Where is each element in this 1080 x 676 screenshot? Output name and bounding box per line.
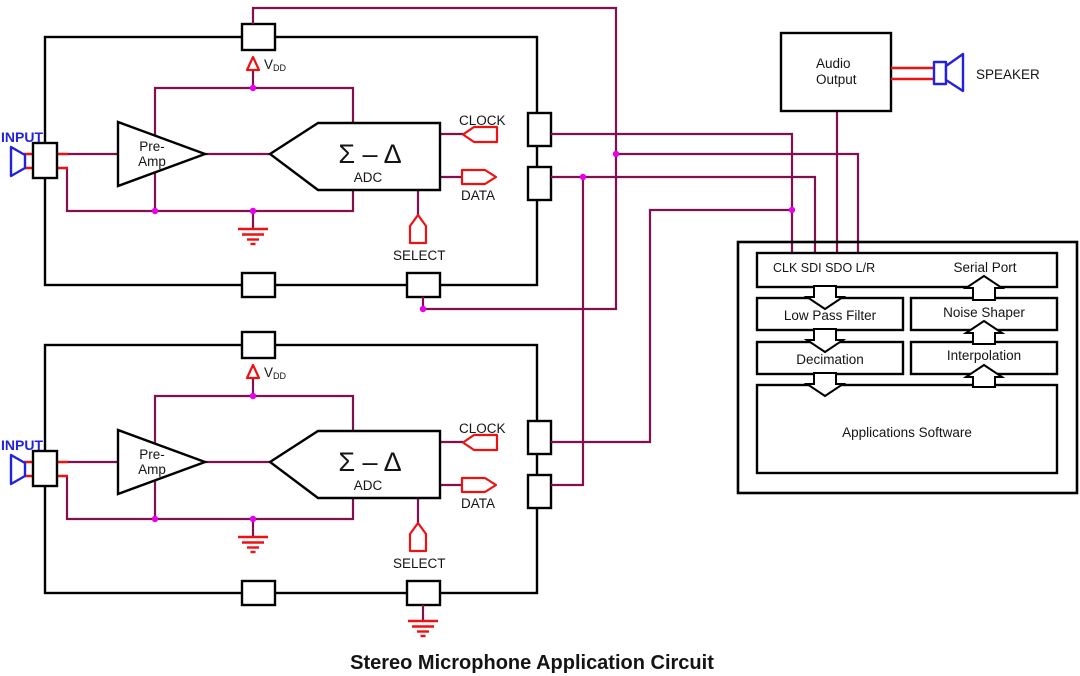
speaker-label: SPEAKER	[976, 67, 1040, 82]
input-label: INPUT	[1, 129, 43, 145]
bottom-edge-connector-2	[405, 271, 442, 299]
applications-software-box	[755, 383, 1059, 475]
down-arrow-lpf-to-decimation	[803, 328, 847, 354]
audio-output-label-line1: Audio	[816, 56, 851, 71]
mic-adc-block-2	[0, 330, 553, 607]
ground-symbol-icon	[408, 619, 438, 638]
junction-dot	[249, 84, 257, 92]
select-arrow-icon	[408, 213, 428, 245]
bottom-edge-connector-1	[240, 271, 277, 299]
input-edge-connector	[31, 141, 59, 180]
diagram-title: Stereo Microphone Application Circuit	[350, 652, 714, 674]
down-arrow-serial-to-lpf	[803, 285, 847, 311]
sdi-net-wire-top	[551, 175, 817, 255]
data-arrow-icon	[460, 168, 498, 186]
serial-port-label: Serial Port	[953, 260, 1016, 275]
clk-net-wire-top	[551, 132, 794, 255]
clock-label: CLOCK	[459, 113, 506, 128]
up-arrow-software-to-interpolation	[962, 363, 1006, 388]
vdd-arrow-icon	[245, 55, 261, 72]
ground-symbol-icon	[238, 227, 268, 246]
audio-output-box	[779, 31, 893, 113]
sdi-net-wire-bottom	[551, 177, 585, 487]
up-arrow-interpolation-to-shaper	[962, 319, 1006, 345]
clock-arrow-icon	[461, 125, 499, 144]
audio-output-label-line2: Output	[816, 72, 857, 87]
up-arrow-shaper-to-serial	[962, 274, 1006, 301]
sigma-delta-adc-shape	[267, 121, 442, 192]
clock-edge-connector	[526, 111, 553, 148]
dsp-outer-box	[736, 240, 1079, 495]
low-pass-filter-label: Low Pass Filter	[784, 308, 877, 323]
decimation-label: Decimation	[796, 352, 864, 367]
junction-dot	[419, 305, 427, 313]
microphone-icon	[9, 145, 27, 178]
junction-dot	[579, 173, 587, 181]
noise-shaper-label: Noise Shaper	[943, 305, 1025, 320]
data-label: DATA	[461, 188, 495, 203]
sigma-delta-symbol: Σ – Δ	[338, 139, 401, 169]
preamp-label-line2: Amp	[138, 154, 166, 169]
vdd-label: VDD	[264, 57, 287, 73]
serial-port-box	[755, 251, 1059, 289]
data-edge-connector	[526, 165, 553, 202]
preamp-label-line1: Pre-	[139, 139, 165, 154]
select-label: SELECT	[393, 248, 446, 263]
interpolation-label: Interpolation	[947, 348, 1021, 363]
preamp-triangle	[116, 120, 209, 188]
serial-pins-label: CLK SDI SDO L/R	[773, 261, 875, 275]
adc-label: ADC	[354, 170, 383, 185]
ground-rail-wire	[65, 168, 355, 213]
mic-adc-block-1: Pre- Amp Σ – Δ ADC VDD INPUT CLOCK DATA …	[1, 22, 553, 299]
junction-dot	[151, 207, 159, 215]
junction-dot	[612, 150, 620, 158]
top-edge-connector	[240, 22, 277, 52]
junction-dot	[788, 206, 796, 214]
clk-net-wire-bottom	[551, 208, 792, 444]
down-arrow-decimation-to-software	[803, 372, 847, 398]
speaker-icon	[932, 52, 965, 93]
lr-to-serial-wire	[616, 152, 860, 255]
applications-software-label: Applications Software	[842, 425, 972, 440]
junction-dot	[249, 207, 257, 215]
